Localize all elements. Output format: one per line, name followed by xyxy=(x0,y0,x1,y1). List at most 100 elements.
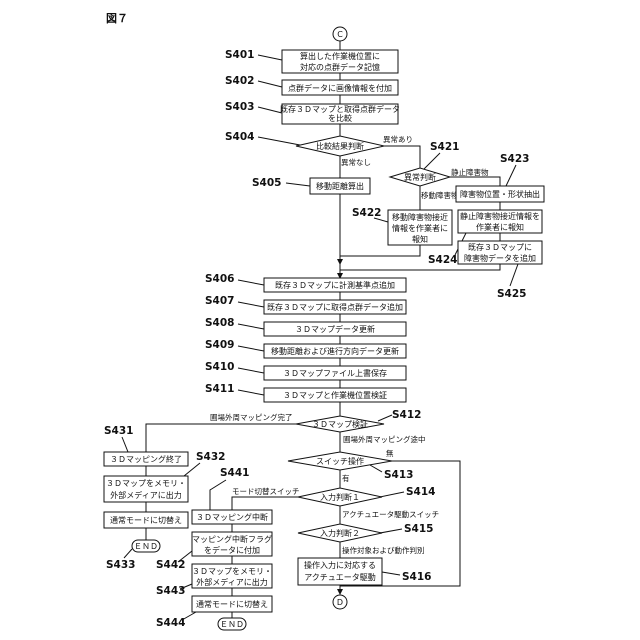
step-text: 通常モードに切替え xyxy=(110,515,182,525)
terminal-end-2: ＥＮＤ xyxy=(218,618,246,630)
step-label-s412: S412 xyxy=(392,409,421,421)
step-s406: 既存３Ｄマップに計測基準点追加 S406 xyxy=(205,273,406,292)
step-text: ３Ｄマップファイル上書保存 xyxy=(283,368,387,378)
step-text: ＥＮＤ xyxy=(220,620,244,629)
step-text: ３Ｄマップをメモリ・ xyxy=(106,479,186,488)
step-label-s416: S416 xyxy=(402,571,431,583)
step-s409: 移動距離および進行方向データ更新 S409 xyxy=(205,339,406,358)
step-text: 対応の点群データ記憶 xyxy=(300,62,380,72)
step-label-s443: S443 xyxy=(156,585,185,597)
step-s444: 通常モードに切替え S444 xyxy=(156,596,272,629)
label-no: 無 xyxy=(386,448,394,458)
step-text: 算出した作業機位置に xyxy=(300,51,380,61)
step-label-s408: S408 xyxy=(205,317,234,329)
step-label-s415: S415 xyxy=(404,523,433,535)
step-text: をデータに付加 xyxy=(204,545,260,555)
decision-s413: スイッチ操作 S413 xyxy=(288,452,413,481)
step-s401: 算出した作業機位置に 対応の点群データ記憶 S401 xyxy=(225,49,398,73)
step-label-s431: S431 xyxy=(104,425,133,437)
label-operation-target: 操作対象および動作判別 xyxy=(342,545,425,555)
step-label-s411: S411 xyxy=(205,383,234,395)
step-s410: ３Ｄマップファイル上書保存 S410 xyxy=(205,361,406,380)
step-text: D xyxy=(337,598,343,607)
step-text: 作業者に報知 xyxy=(476,222,524,232)
step-label-s406: S406 xyxy=(205,273,234,285)
step-label-s403: S403 xyxy=(225,101,254,113)
step-text: ３Ｄマップデータ更新 xyxy=(295,324,375,334)
step-s407: 既存３Ｄマップに取得点群データ追加 S407 xyxy=(205,295,406,314)
label-no-abnormal: 異常なし xyxy=(341,158,371,167)
step-s405: 移動距離算出 S405 xyxy=(252,177,370,194)
step-text: 既存３Ｄマップに xyxy=(468,242,532,252)
step-text: 移動距離および進行方向データ更新 xyxy=(271,346,399,356)
step-label-s407: S407 xyxy=(205,295,234,307)
step-text: 移動障害物接近 xyxy=(392,212,448,222)
step-text: 障害物データを追加 xyxy=(464,253,536,263)
step-text: 静止障害物接近情報を xyxy=(460,211,540,221)
step-text: アクチュエータ駆動 xyxy=(304,573,376,582)
step-text: 比較結果判断 xyxy=(316,141,364,151)
step-label-s421: S421 xyxy=(430,141,459,153)
step-label-s409: S409 xyxy=(205,339,234,351)
terminal-end-1: ＥＮＤ xyxy=(132,540,160,552)
step-text: 操作入力に対応する xyxy=(304,560,376,570)
step-text: スイッチ操作 xyxy=(316,456,364,466)
step-label-s404: S404 xyxy=(225,131,254,143)
start-connector: C xyxy=(333,27,347,41)
step-text: を比較 xyxy=(328,113,352,123)
step-s411: ３Ｄマップと作業機位置検証 S411 xyxy=(205,383,406,402)
step-text: ３Ｄマップと作業機位置検証 xyxy=(283,390,387,400)
step-label-s442: S442 xyxy=(156,559,185,571)
step-text: 通常モードに切替え xyxy=(196,599,268,609)
step-text: ３Ｄマッピング終了 xyxy=(110,454,182,464)
decision-s412: ３Ｄマップ検証 S412 xyxy=(296,409,421,432)
step-s402: 点群データに画像情報を付加 S402 xyxy=(225,75,398,95)
step-text: 既存３Ｄマップに計測基準点追加 xyxy=(275,280,395,290)
decision-s421: 異常判断 S421 xyxy=(390,141,459,186)
step-label-s401: S401 xyxy=(225,49,254,61)
step-text: 入力判断２ xyxy=(320,528,360,538)
step-text: 外部メディアに出力 xyxy=(196,577,267,587)
decision-s404: 比較結果判断 S404 xyxy=(225,131,384,156)
label-mapping-in-progress: 圃場外周マッピング途中 xyxy=(343,434,426,444)
end-connector: D xyxy=(333,595,347,609)
step-text: 既存３Ｄマップと取得点群データ xyxy=(280,104,400,114)
step-text: ３Ｄマップ検証 xyxy=(312,419,368,429)
step-text: 入力判断１ xyxy=(320,492,360,502)
step-label-s422: S422 xyxy=(352,207,381,219)
step-label-s423: S423 xyxy=(500,153,529,165)
label-mode-switch: モード切替スイッチ xyxy=(232,486,300,496)
label-moving-obstacle: 移動障害物 xyxy=(421,190,459,200)
step-text: 異常判断 xyxy=(404,172,436,182)
label-actuator-switch: アクチュエータ駆動スイッチ xyxy=(342,510,439,519)
label-mapping-complete: 圃場外周マッピング完了 xyxy=(210,412,293,422)
step-text: 情報を作業者に xyxy=(392,223,448,233)
step-text: ＥＮＤ xyxy=(134,542,158,551)
step-label-s444: S444 xyxy=(156,617,185,629)
step-label-s414: S414 xyxy=(406,486,435,498)
step-label-s405: S405 xyxy=(252,177,281,189)
step-s408: ３Ｄマップデータ更新 S408 xyxy=(205,317,406,336)
step-text: 報知 xyxy=(412,234,428,244)
step-text: 移動距離算出 xyxy=(316,181,364,191)
step-label-s432: S432 xyxy=(196,451,225,463)
step-label-s441: S441 xyxy=(220,467,249,479)
step-label-s433: S433 xyxy=(106,559,135,571)
figure-label: 図７ xyxy=(106,11,128,25)
step-s403: 既存３Ｄマップと取得点群データ を比較 S403 xyxy=(225,101,400,124)
step-text: ３Ｄマップをメモリ・ xyxy=(192,567,272,576)
step-label-s410: S410 xyxy=(205,361,234,373)
label-abnormal: 異常あり xyxy=(383,135,413,144)
step-text: ３Ｄマッピング中断 xyxy=(196,512,268,522)
step-label-s424: S424 xyxy=(428,254,457,266)
label-yes: 有 xyxy=(342,473,350,483)
step-text: マッピング中断フラグ xyxy=(192,534,272,544)
step-text: C xyxy=(337,30,343,39)
step-text: 点群データに画像情報を付加 xyxy=(288,83,392,93)
decision-s414: 入力判断１ S414 xyxy=(298,486,435,506)
decision-s415: 入力判断２ S415 xyxy=(298,523,433,542)
step-label-s402: S402 xyxy=(225,75,254,87)
step-text: 外部メディアに出力 xyxy=(110,490,181,500)
step-text: 既存３Ｄマップに取得点群データ追加 xyxy=(267,302,403,312)
step-s416: 操作入力に対応する アクチュエータ駆動 S416 xyxy=(298,558,431,585)
